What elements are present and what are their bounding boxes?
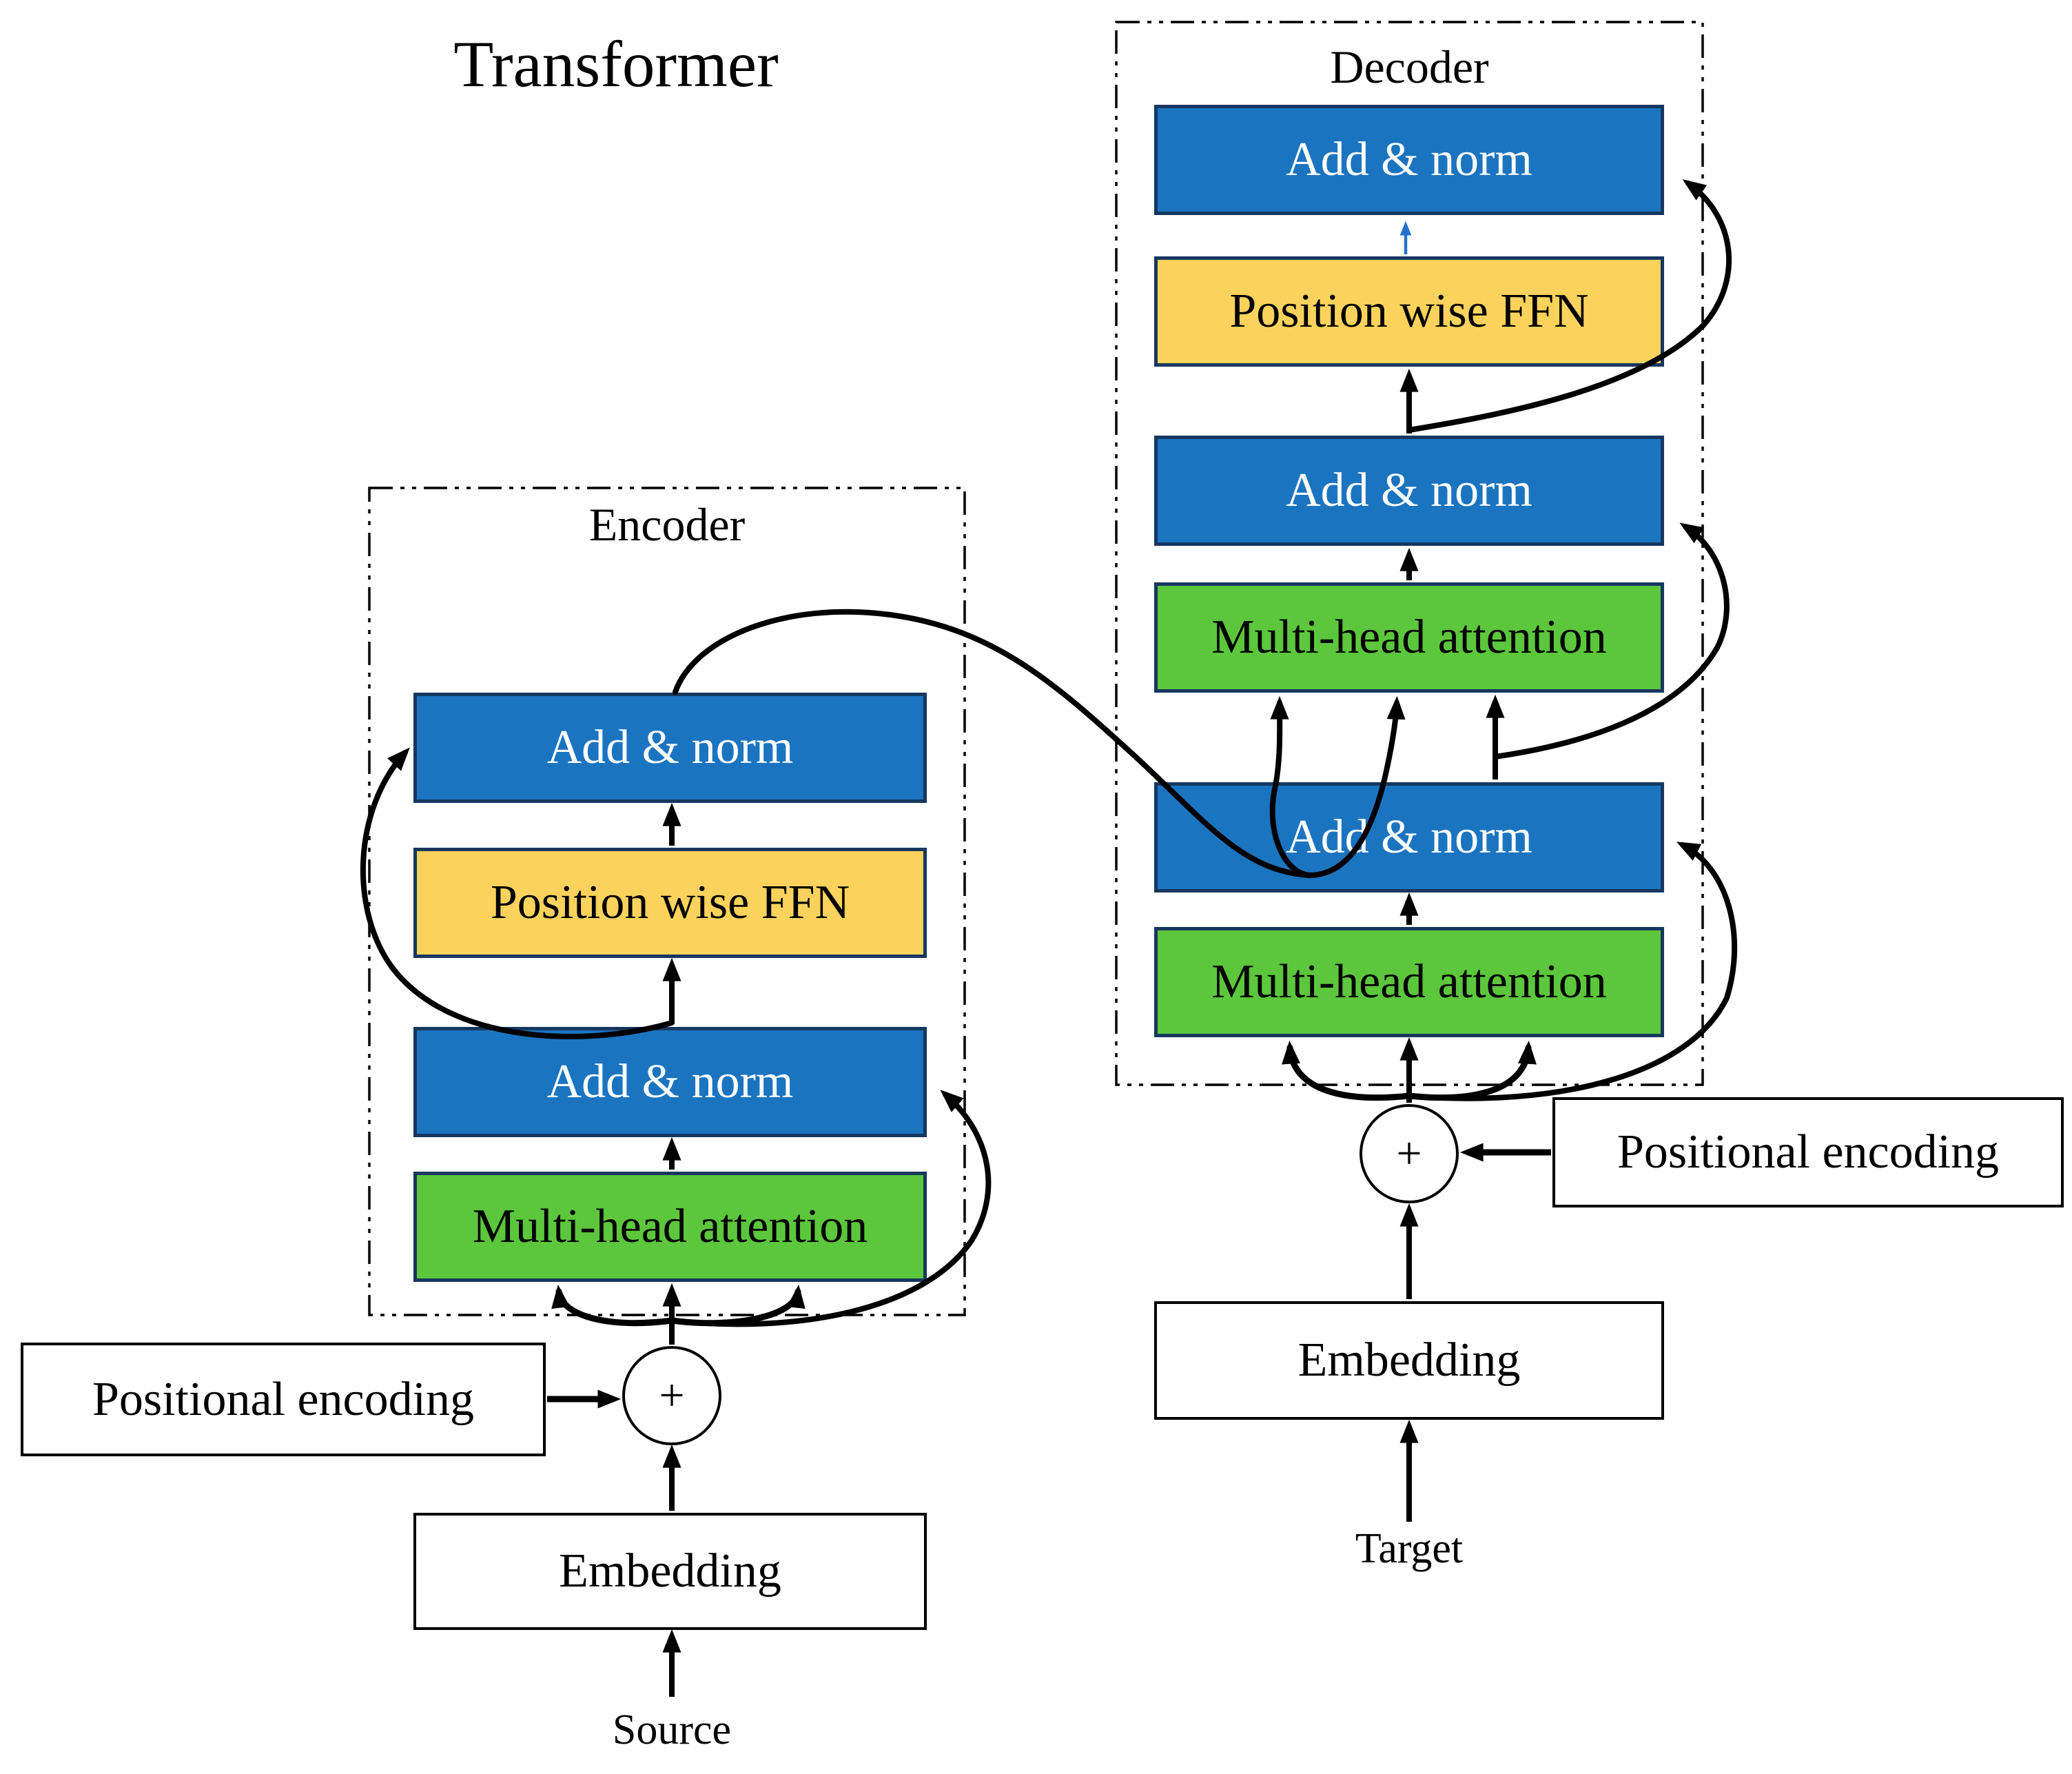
encoder-positional-encoding-box: Positional encoding	[21, 1343, 546, 1456]
decoder-multi-head-attention-cross: Multi-head attention	[1154, 582, 1664, 693]
decoder-position-wise-ffn: Position wise FFN	[1154, 256, 1664, 367]
source-label: Source	[612, 1706, 732, 1753]
decoder-multi-head-attention-masked: Multi-head attention	[1154, 927, 1664, 1037]
encoder-embedding-box: Embedding	[413, 1513, 927, 1630]
decoder-embedding-box: Embedding	[1154, 1301, 1664, 1420]
decoder-add-norm-3: Add & norm	[1154, 782, 1664, 893]
arrow-decoder-plus-to-masked-mha-left	[1282, 1040, 1413, 1101]
arrow-encoder-plus-to-mha-left	[551, 1284, 675, 1327]
encoder-add-norm-1: Add & norm	[413, 693, 927, 803]
arrow-encoder-plus-to-mha-right	[668, 1284, 806, 1327]
decoder-add-norm-2: Add & norm	[1154, 436, 1664, 546]
diagram-title: Transformer	[453, 28, 779, 101]
decoder-add-norm-1: Add & norm	[1154, 105, 1664, 215]
target-label: Target	[1355, 1525, 1464, 1572]
encoder-plus-node: +	[622, 1346, 721, 1445]
encoder-position-wise-ffn: Position wise FFN	[413, 848, 927, 958]
decoder-group-label: Decoder	[1330, 41, 1489, 93]
encoder-multi-head-attention: Multi-head attention	[413, 1172, 927, 1282]
decoder-plus-node: +	[1360, 1104, 1459, 1203]
decoder-positional-encoding-box: Positional encoding	[1552, 1097, 2064, 1207]
encoder-add-norm-2: Add & norm	[413, 1027, 927, 1137]
encoder-group-label: Encoder	[588, 498, 746, 551]
arrow-decoder-plus-to-masked-mha-right	[1406, 1040, 1537, 1101]
